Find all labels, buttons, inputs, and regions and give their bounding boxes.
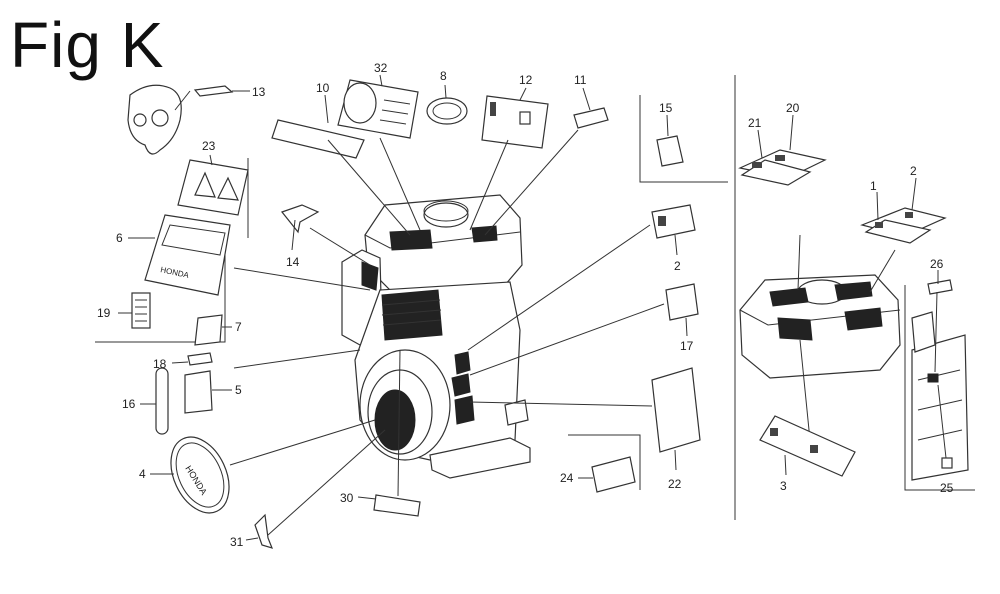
- callout-2-middle: 2: [674, 259, 681, 273]
- part-11-tag: [573, 87, 609, 129]
- callout-4: 4: [139, 467, 146, 481]
- part-13-cover: [127, 84, 250, 155]
- part-21-20-labels: [738, 114, 827, 186]
- callout-17: 17: [680, 339, 694, 353]
- part-31-clip: [245, 513, 274, 549]
- part-30-strip: [357, 494, 421, 517]
- callout-11: 11: [574, 73, 587, 87]
- callout-8: 8: [440, 69, 447, 83]
- callout-3: 3: [780, 479, 787, 493]
- callout-14: 14: [286, 255, 300, 269]
- part-8-ring: [426, 84, 468, 125]
- part-23-warning-label: [177, 154, 249, 216]
- callout-12: 12: [519, 73, 533, 87]
- fuel-tank-right: [739, 234, 901, 441]
- part-2-label-middle: [651, 204, 696, 256]
- part-6-honda-plate: HONDA: [128, 214, 231, 296]
- figure-title: Fig K: [10, 9, 165, 81]
- part-18-label: [171, 352, 213, 366]
- part-7-label: [194, 314, 232, 346]
- part-22-label: [651, 367, 701, 471]
- section-dividers: [95, 75, 975, 520]
- part-5-label: [184, 370, 232, 414]
- callout-26: 26: [930, 257, 944, 271]
- part-15-label: [656, 114, 684, 167]
- part-1-2-labels: [860, 177, 947, 244]
- callout-13: 13: [252, 85, 266, 99]
- callout-19: 19: [97, 306, 111, 320]
- part-3-label: [759, 415, 856, 477]
- callout-6: 6: [116, 231, 123, 245]
- callout-numbers: 1 2 2 3 4 5 6 7 8 10 11 12 13 14 15 16 1…: [97, 61, 954, 549]
- part-32-plate: [337, 74, 419, 139]
- callout-7: 7: [235, 320, 242, 334]
- callout-1: 1: [870, 179, 877, 193]
- callout-32: 32: [374, 61, 388, 75]
- engine-assembly: [341, 194, 531, 479]
- callout-15: 15: [659, 101, 673, 115]
- part-12-label: [481, 87, 549, 149]
- callout-16: 16: [122, 397, 136, 411]
- part-4-honda-emblem: HONDA: [150, 436, 230, 514]
- callout-31: 31: [230, 535, 244, 549]
- callout-24: 24: [560, 471, 574, 485]
- part-17-label: [665, 283, 699, 337]
- part-24-label: [578, 456, 636, 493]
- part-19-label: [118, 292, 151, 329]
- callout-2-right: 2: [910, 164, 917, 178]
- callout-23: 23: [202, 139, 216, 153]
- callout-10: 10: [316, 81, 330, 95]
- callout-20: 20: [786, 101, 800, 115]
- part-14-arrow-decal: [281, 204, 320, 251]
- callout-25: 25: [940, 481, 954, 495]
- callout-30: 30: [340, 491, 354, 505]
- engine-side-right: [911, 270, 969, 481]
- callout-18: 18: [153, 357, 167, 371]
- callout-21: 21: [748, 116, 762, 130]
- part-16-strip: [140, 367, 169, 435]
- callout-5: 5: [235, 383, 242, 397]
- part-10-strip: [271, 94, 365, 159]
- leader-lines: [229, 129, 665, 536]
- callout-22: 22: [668, 477, 682, 491]
